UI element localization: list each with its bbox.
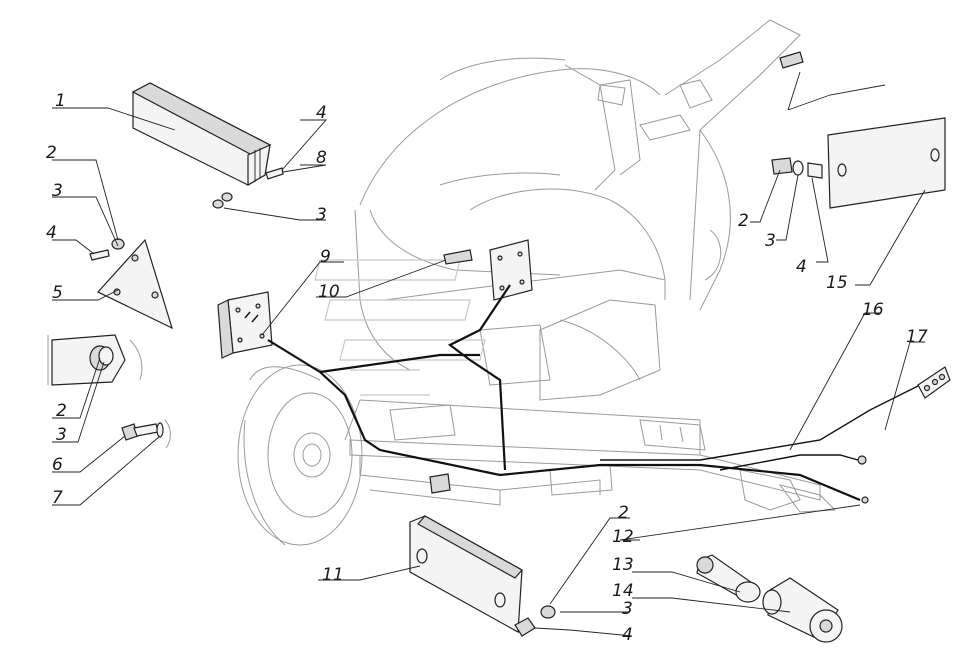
- callout-3: 3: [316, 205, 327, 225]
- callout-17: 17: [906, 327, 928, 347]
- callout-3: 3: [56, 425, 67, 445]
- chassis-frame: [344, 324, 837, 513]
- callout-10: 10: [318, 282, 340, 302]
- callout-2: 2: [46, 143, 57, 163]
- rear-lamp-part: [131, 82, 284, 209]
- callout-3: 3: [52, 181, 63, 201]
- callout-3: 3: [765, 231, 776, 251]
- callout-4: 4: [796, 257, 807, 277]
- callout-4: 4: [622, 625, 633, 645]
- callout-7: 7: [52, 488, 63, 508]
- wheel: [237, 364, 363, 546]
- reflector-triangle-part: [89, 238, 173, 330]
- callout-4: 4: [316, 103, 327, 123]
- left-mounting-plate: [217, 291, 273, 359]
- lower-license-plate: [409, 515, 556, 637]
- callout-5: 5: [52, 283, 63, 303]
- callout-9: 9: [320, 247, 331, 267]
- callout-12: 12: [612, 527, 634, 547]
- callout-4: 4: [46, 223, 57, 243]
- callout-6: 6: [52, 455, 63, 475]
- callout-11: 11: [322, 565, 344, 585]
- callout-13: 13: [612, 555, 634, 575]
- watermark: [314, 259, 486, 396]
- callout-3: 3: [622, 599, 633, 619]
- callout-2: 2: [56, 401, 67, 421]
- bolt-washer-part: [121, 419, 171, 449]
- callout-2: 2: [738, 211, 749, 231]
- trailer-body-ghost: [249, 19, 801, 401]
- plug-connectors: [696, 554, 843, 643]
- leader-lines: [52, 71, 926, 637]
- callout-8: 8: [316, 148, 327, 168]
- fastener-detail-inset: [47, 334, 143, 386]
- upper-right-license-plate: [771, 51, 946, 209]
- callout-numbers: 1 2 3 4 5 2 3 6 7 4 8 3 9 10 11 2 12 13 …: [46, 91, 928, 645]
- callout-1: 1: [55, 91, 66, 111]
- callout-16: 16: [862, 300, 884, 320]
- right-mounting-plate: [443, 239, 533, 301]
- callout-2: 2: [618, 503, 629, 523]
- callout-14: 14: [612, 581, 634, 601]
- callout-15: 15: [826, 273, 848, 293]
- wiring-harness: [267, 284, 951, 504]
